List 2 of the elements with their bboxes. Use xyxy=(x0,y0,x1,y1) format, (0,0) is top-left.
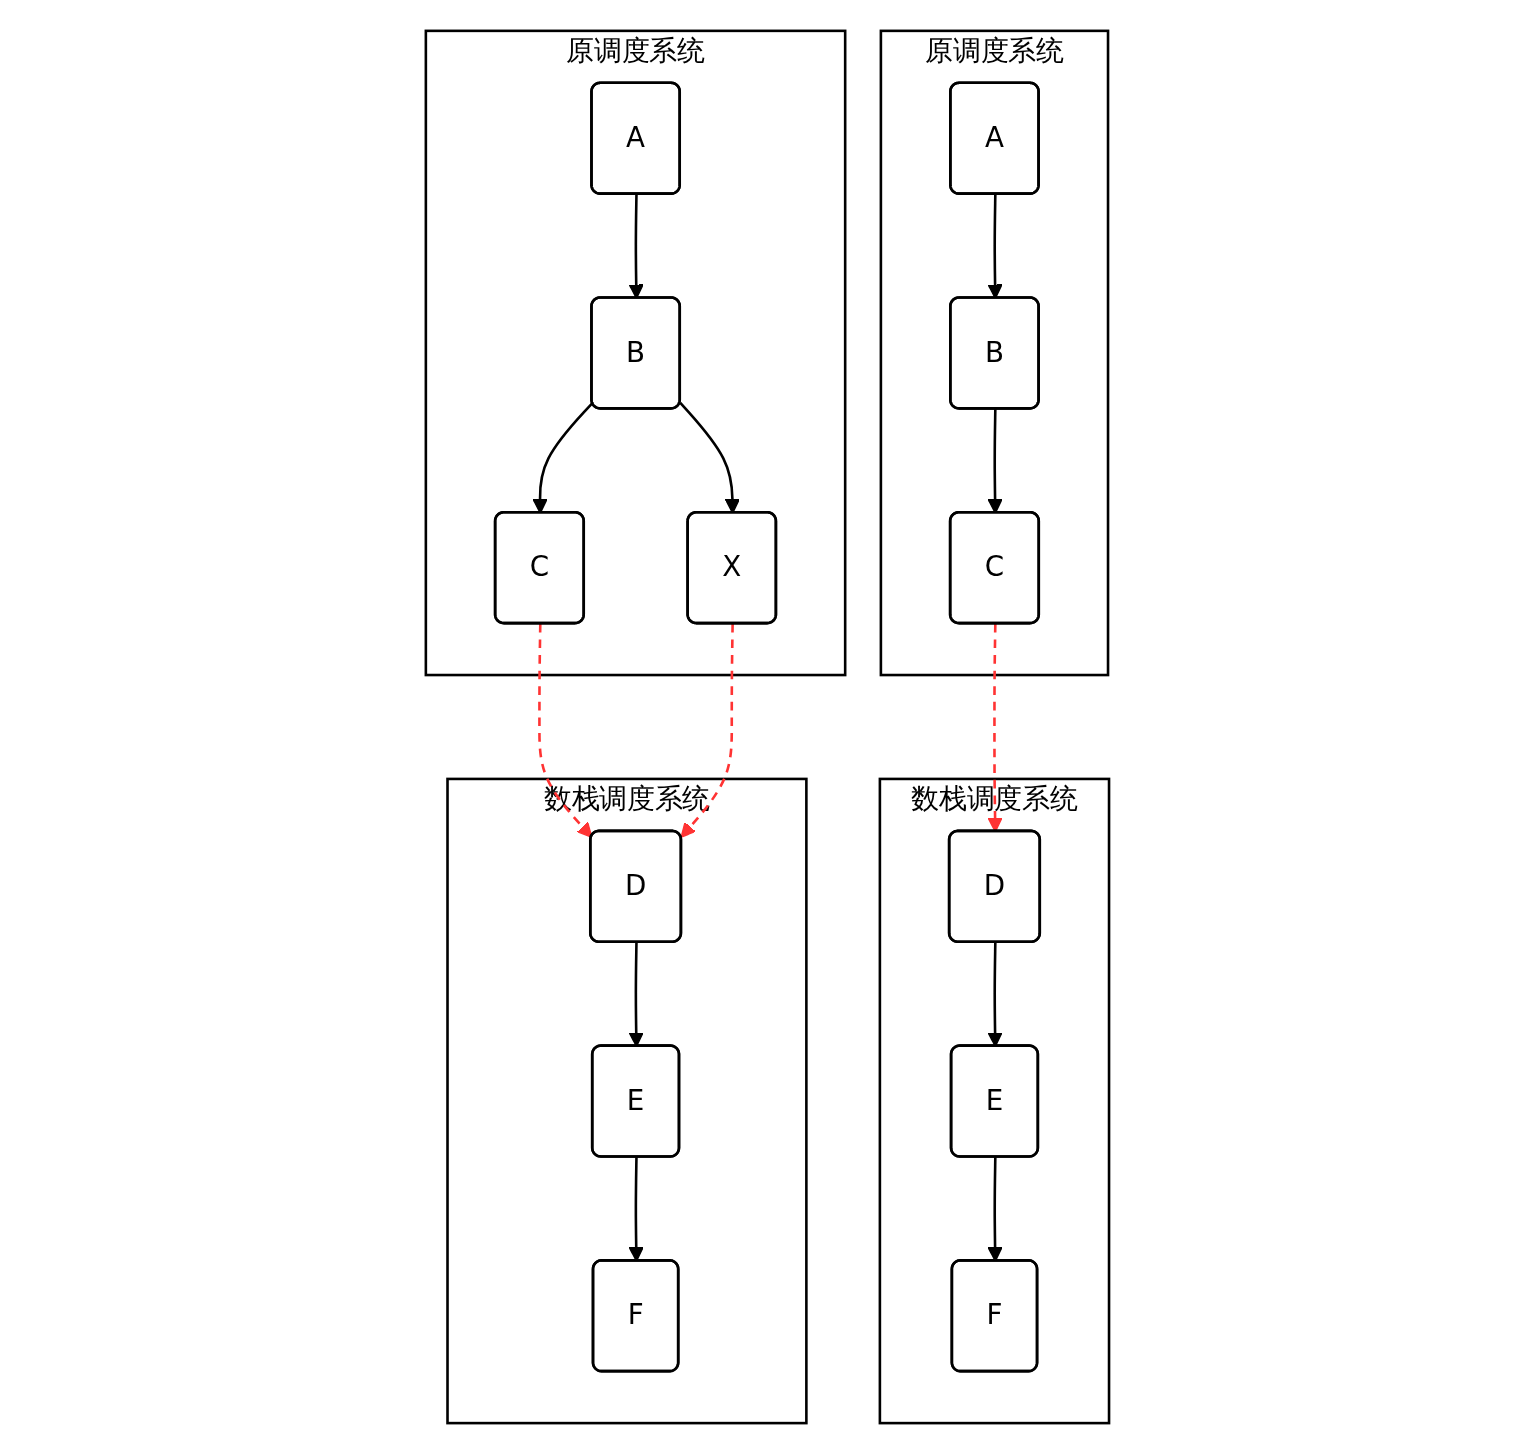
arrow xyxy=(537,623,592,838)
arrow xyxy=(680,623,734,838)
